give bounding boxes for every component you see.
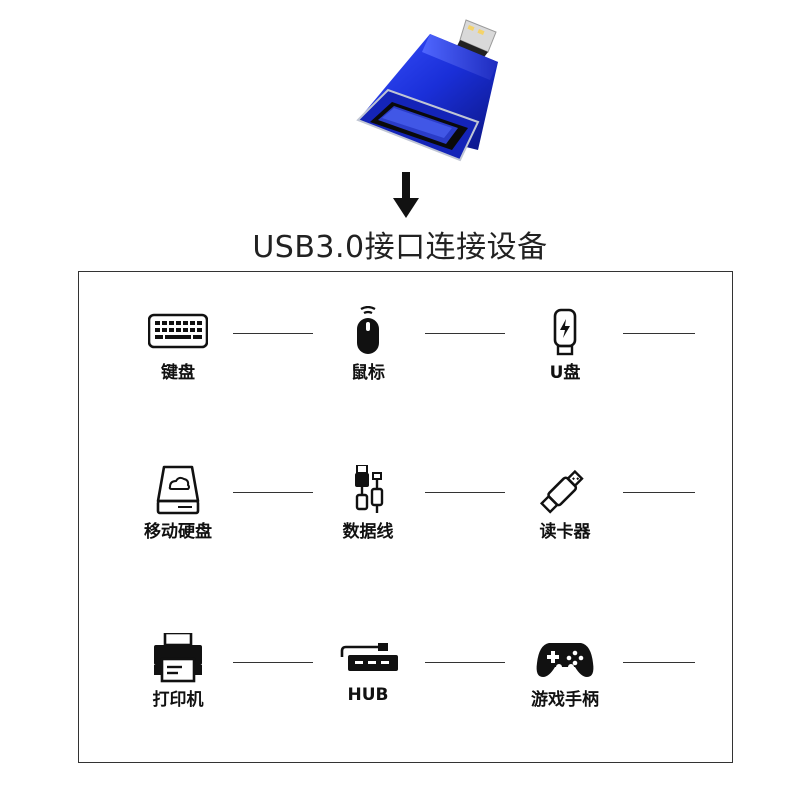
device-label: HUB <box>347 685 389 705</box>
device-label: 数据线 <box>342 522 394 542</box>
down-arrow-icon <box>393 172 419 218</box>
connector-line <box>623 662 695 663</box>
devices-panel <box>78 271 733 763</box>
card-reader-icon <box>535 465 595 515</box>
usb-flash-drive-icon <box>535 306 595 356</box>
printer-icon <box>148 633 208 683</box>
gamepad-icon <box>535 633 595 683</box>
external-hard-drive-icon <box>148 465 208 515</box>
data-cable-icon <box>338 465 398 515</box>
device-label: 键盘 <box>161 363 195 383</box>
connector-line <box>233 662 313 663</box>
adapter-product-image <box>348 10 508 170</box>
headline: USB3.0接口连接设备 <box>252 230 548 265</box>
connector-line <box>623 492 695 493</box>
device-label: 打印机 <box>152 690 204 710</box>
device-label: 鼠标 <box>351 363 385 383</box>
connector-line <box>233 492 313 493</box>
mouse-icon <box>338 306 398 356</box>
connector-line <box>623 333 695 334</box>
keyboard-icon <box>148 306 208 356</box>
connector-line <box>425 333 505 334</box>
device-label: 游戏手柄 <box>531 690 599 710</box>
connector-line <box>425 492 505 493</box>
connector-line <box>425 662 505 663</box>
device-label: U盘 <box>549 363 581 383</box>
connector-line <box>233 333 313 334</box>
device-label: 移动硬盘 <box>144 522 212 542</box>
usb-hub-icon <box>338 633 398 683</box>
device-label: 读卡器 <box>539 522 591 542</box>
